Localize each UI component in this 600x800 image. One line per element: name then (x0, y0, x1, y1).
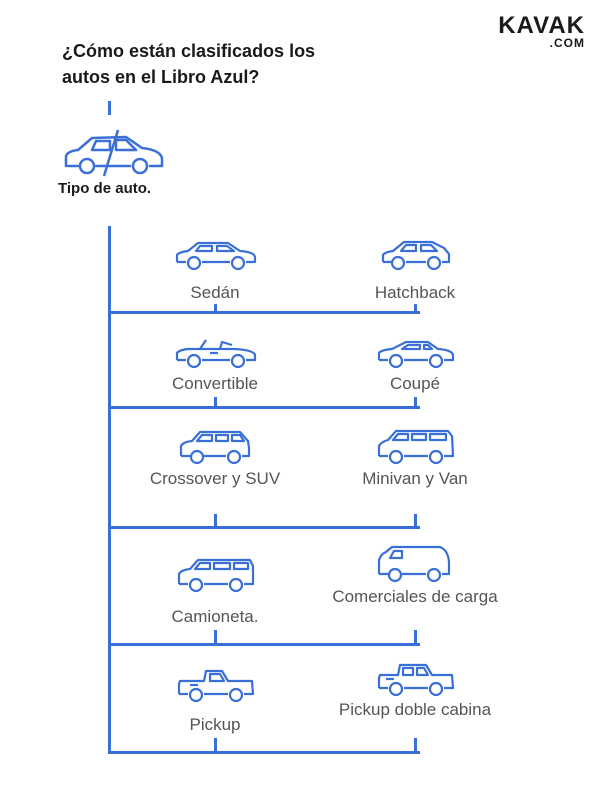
sedan-icon (175, 241, 257, 271)
category-label-camioneta: Camioneta. (171, 607, 259, 626)
tick-row-1-left (214, 304, 217, 312)
category-label-crossover-suv: Crossover y SUV (149, 469, 281, 488)
branch-row-4 (108, 643, 420, 646)
coupe-icon (377, 340, 455, 369)
minivan-icon (377, 429, 455, 465)
tick-row-2-left (214, 397, 217, 407)
convertible-icon (175, 339, 257, 369)
suv-icon (179, 430, 251, 465)
category-label-double-cab-pickup: Pickup doble cabina (338, 700, 492, 719)
tick-row-1-right (414, 304, 417, 312)
category-label-sedan: Sedán (190, 283, 240, 302)
pickup-icon (177, 669, 255, 703)
category-label-coupe: Coupé (389, 374, 441, 393)
logo-brand: KAVAK (498, 12, 585, 39)
tick-row-4-right (414, 630, 417, 644)
tick-row-5-left (214, 738, 217, 752)
tick-row-3-right (414, 514, 417, 527)
tree-stem-top (108, 101, 111, 115)
page-title: ¿Cómo están clasificados los autos en el… (62, 41, 316, 87)
kavak-logo: KAVAK .COM (495, 12, 585, 51)
tick-row-5-right (414, 738, 417, 752)
category-label-pickup: Pickup (189, 715, 241, 734)
camioneta-icon (177, 558, 255, 593)
logo-tld: .COM (549, 36, 585, 50)
category-label-hatchback: Hatchback (374, 283, 456, 302)
double-cab-pickup-icon (377, 663, 455, 697)
tick-row-2-right (414, 397, 417, 407)
category-label-minivan-van: Minivan y Van (362, 469, 468, 488)
branch-row-1 (108, 311, 420, 314)
tick-row-4-left (214, 630, 217, 644)
hatchback-icon (381, 240, 451, 271)
branch-row-3 (108, 526, 420, 529)
tree-trunk (108, 226, 111, 754)
tick-row-3-left (214, 514, 217, 527)
category-label-cargo: Comerciales de carga (332, 587, 498, 606)
cargo-van-icon (377, 545, 451, 583)
branch-row-5 (108, 751, 420, 754)
car-icon (64, 129, 164, 177)
branch-row-2 (108, 406, 420, 409)
root-label: Tipo de auto. (58, 180, 152, 197)
category-label-convertible: Convertible (172, 374, 258, 393)
